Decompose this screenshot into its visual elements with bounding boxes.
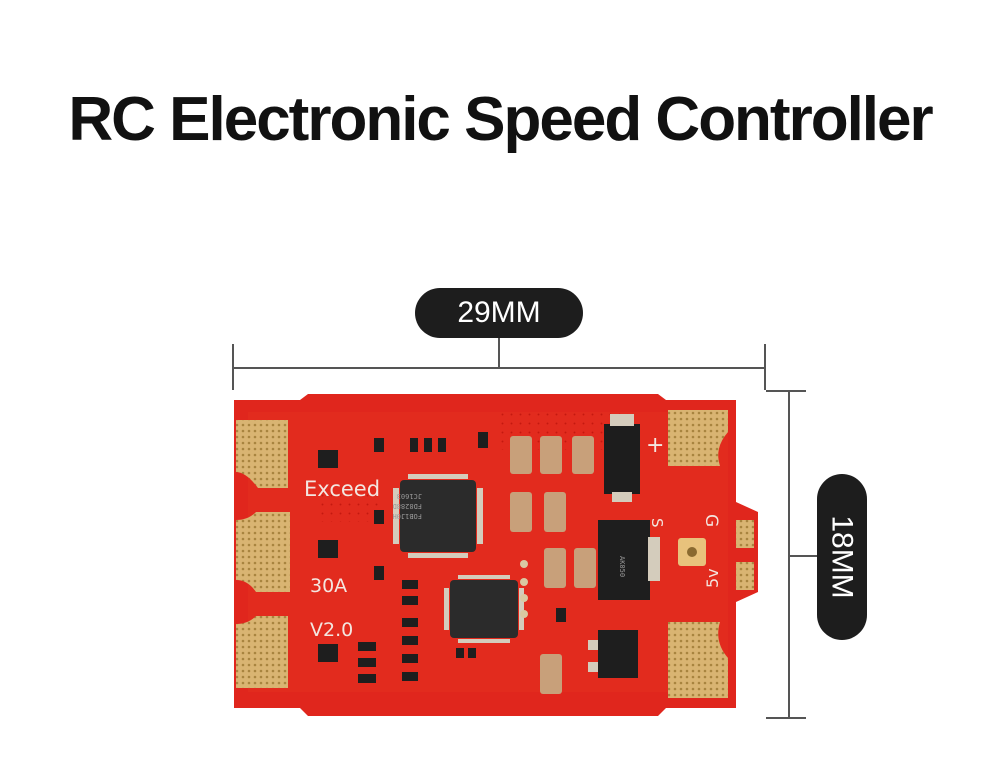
pad-left-top [236, 420, 288, 488]
height-tick-top [766, 390, 806, 392]
height-dimension-line [788, 390, 790, 718]
capacitors [510, 436, 596, 694]
width-tick-right [764, 344, 766, 390]
current-label: 30A [310, 575, 347, 597]
pad-right-bottom [668, 622, 728, 698]
test-points [520, 560, 528, 618]
height-tick-bottom [766, 717, 806, 719]
pad-left-middle [236, 512, 290, 592]
page-title: RC Electronic Speed Controller [68, 85, 933, 154]
width-tick-center [498, 338, 500, 368]
chip-text-2: FD8288D [392, 502, 422, 510]
pad-signal [736, 520, 754, 548]
pad-right-top [668, 410, 728, 466]
brand-label: Exceed [304, 477, 380, 501]
signal-label: S [648, 518, 666, 528]
width-dimension-label: 29MM [415, 288, 583, 338]
bottom-mosfet [588, 630, 638, 678]
driver-chip [444, 575, 524, 643]
chip-text-1: FOB1J0H [392, 512, 422, 520]
top-mosfet [604, 414, 640, 502]
height-value: 18MM [826, 515, 860, 599]
voltage-regulator: AK050 [598, 520, 660, 600]
chip-text-3: JC1603 [397, 492, 422, 500]
width-value: 29MM [457, 296, 541, 329]
smd-components [318, 432, 566, 683]
width-tick-left [232, 344, 234, 390]
regulator-text: AK050 [618, 556, 626, 577]
five-volt-label: 5v [703, 568, 722, 588]
pad-five-volt [736, 562, 754, 590]
mcu-chip: FOB1J0H FD8288D JC1603 [392, 474, 483, 558]
pad-left-bottom [236, 616, 288, 688]
height-dimension-label: 18MM [817, 474, 867, 640]
version-label: V2.0 [310, 619, 353, 641]
plus-label: + [646, 433, 664, 458]
width-dimension-line [232, 367, 765, 369]
ground-label: G [701, 514, 721, 527]
esc-board-photo: FOB1J0H FD8288D JC1603 AK050 [234, 394, 758, 716]
height-tick-center [788, 555, 818, 557]
